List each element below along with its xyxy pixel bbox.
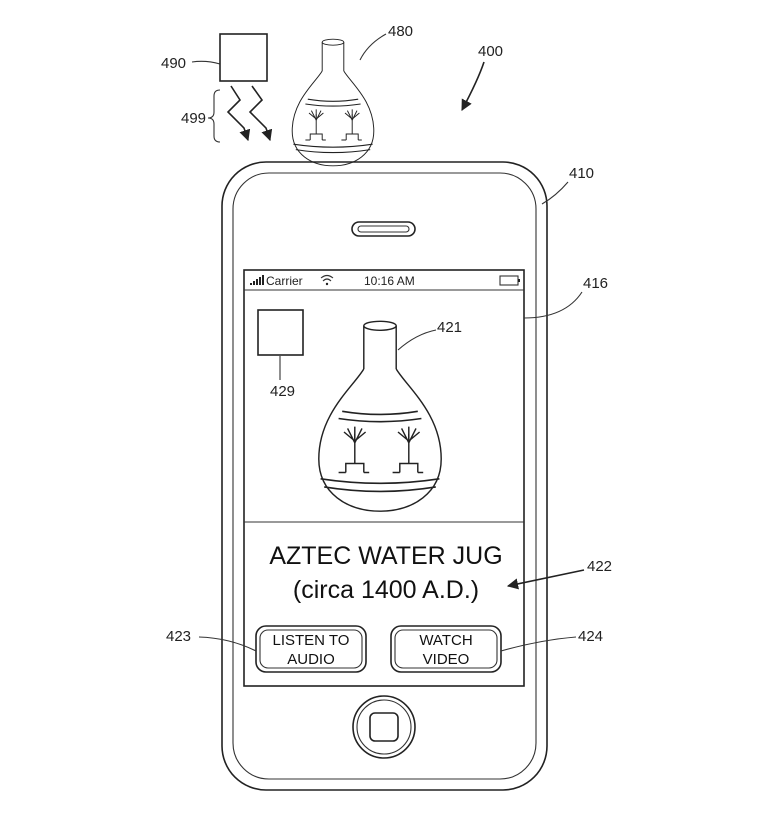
listen-audio-button[interactable]: LISTEN TO AUDIO bbox=[255, 625, 367, 673]
signals-brace bbox=[207, 89, 221, 143]
carrier-label: Carrier bbox=[266, 274, 303, 288]
transmitter-leader bbox=[191, 60, 221, 65]
signal-waves bbox=[226, 85, 273, 142]
displayed-vessel-image bbox=[317, 320, 443, 513]
speaker-grille bbox=[351, 221, 416, 237]
home-square-icon bbox=[369, 712, 399, 742]
screen-leader bbox=[523, 291, 583, 319]
caption-date: (circa 1400 A.D.) bbox=[293, 576, 479, 604]
object-ref-480: 480 bbox=[388, 23, 413, 40]
listen-audio-label-line2: AUDIO bbox=[287, 651, 335, 668]
listen-audio-label-line1: LISTEN TO bbox=[273, 632, 350, 649]
wifi-icon bbox=[320, 274, 334, 286]
status-time: 10:16 AM bbox=[364, 274, 415, 288]
caption-leader bbox=[506, 569, 585, 590]
object-leader bbox=[359, 33, 387, 61]
screen-marker-box bbox=[257, 309, 304, 356]
video-button-ref-424: 424 bbox=[578, 628, 603, 645]
audio-button-leader bbox=[198, 636, 257, 652]
screen bbox=[243, 269, 525, 687]
video-button-leader bbox=[500, 636, 577, 652]
figure-ref-arrow bbox=[461, 61, 485, 111]
signal-bars-icon bbox=[250, 275, 264, 285]
screen-ref-416: 416 bbox=[583, 275, 608, 292]
image-ref-421: 421 bbox=[437, 319, 462, 336]
image-leader bbox=[397, 329, 437, 351]
watch-video-label-line1: WATCH bbox=[419, 632, 472, 649]
caption-ref-422: 422 bbox=[587, 558, 612, 575]
speaker-grille-inner bbox=[357, 225, 410, 233]
watch-video-button[interactable]: WATCH VIDEO bbox=[390, 625, 502, 673]
device-inner-frame bbox=[232, 172, 537, 780]
screen-marker-ref-429: 429 bbox=[270, 383, 295, 400]
home-button[interactable] bbox=[352, 695, 416, 759]
audio-button-ref-423: 423 bbox=[166, 628, 191, 645]
device-leader bbox=[541, 181, 569, 205]
device-outer-frame bbox=[221, 161, 548, 791]
caption-title: AZTEC WATER JUG bbox=[269, 542, 502, 570]
signals-ref-499: 499 bbox=[181, 110, 206, 127]
battery-icon bbox=[499, 275, 520, 286]
figure-ref-400: 400 bbox=[478, 43, 503, 60]
transmitter-box bbox=[219, 33, 268, 82]
watch-video-label-line2: VIDEO bbox=[423, 651, 470, 668]
device-ref-410: 410 bbox=[569, 165, 594, 182]
transmitter-ref-490: 490 bbox=[161, 55, 186, 72]
